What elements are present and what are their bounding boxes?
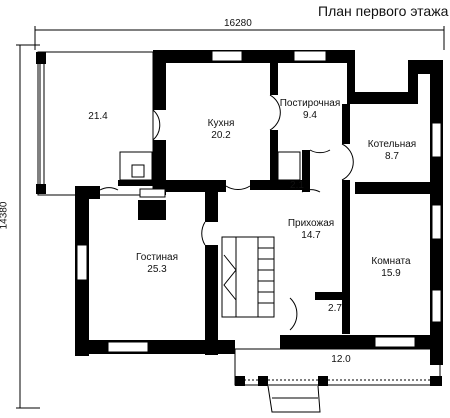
interior-walls: [118, 104, 432, 334]
room-hallway: Прихожая 14.7: [288, 218, 334, 242]
room-area: 2.7: [328, 303, 342, 314]
width-dimension: 16280: [224, 18, 252, 29]
dimension-lines: [16, 26, 445, 409]
terrace-bottom: [234, 348, 441, 413]
room-bedroom: Комната 15.9: [371, 256, 410, 280]
room-area: 20.2: [211, 130, 231, 141]
terrace-left: [36, 51, 154, 196]
staircase: [221, 236, 275, 318]
room-area: 15.9: [381, 268, 401, 279]
room-boiler: Котельная 8.7: [368, 139, 416, 163]
room-area: 9.4: [303, 110, 317, 121]
room-name: Постирочная: [279, 98, 341, 109]
room-laundry: Постирочная 9.4: [280, 98, 341, 122]
room-name: Гостиная: [136, 252, 178, 263]
room-wc: 2.1: [290, 180, 304, 192]
room-name: Котельная: [367, 139, 417, 150]
room-name: Кухня: [207, 118, 235, 129]
room-area: 21.4: [88, 111, 108, 122]
room-name: Комната: [371, 256, 411, 267]
plan-title: План первого этажа: [318, 3, 449, 19]
room-area: 8.7: [385, 151, 399, 162]
toilet: [277, 151, 301, 190]
room-area: 2.1: [290, 180, 304, 191]
room-area: 14.7: [301, 230, 321, 241]
room-terrace-bottom: 12.0: [331, 354, 350, 366]
room-name: Прихожая: [287, 218, 335, 229]
room-closet: 2.7: [328, 303, 342, 315]
room-kitchen: Кухня 20.2: [208, 118, 235, 142]
exterior-walls: [75, 50, 443, 386]
room-area: 12.0: [331, 354, 351, 365]
room-terrace-living: 21.4: [88, 111, 107, 123]
height-dimension: 14380: [0, 201, 10, 230]
doors: [99, 94, 354, 331]
room-living: Гостиная 25.3: [136, 252, 178, 276]
windows: [76, 50, 442, 353]
room-area: 25.3: [147, 264, 167, 275]
chimney: [119, 151, 153, 181]
